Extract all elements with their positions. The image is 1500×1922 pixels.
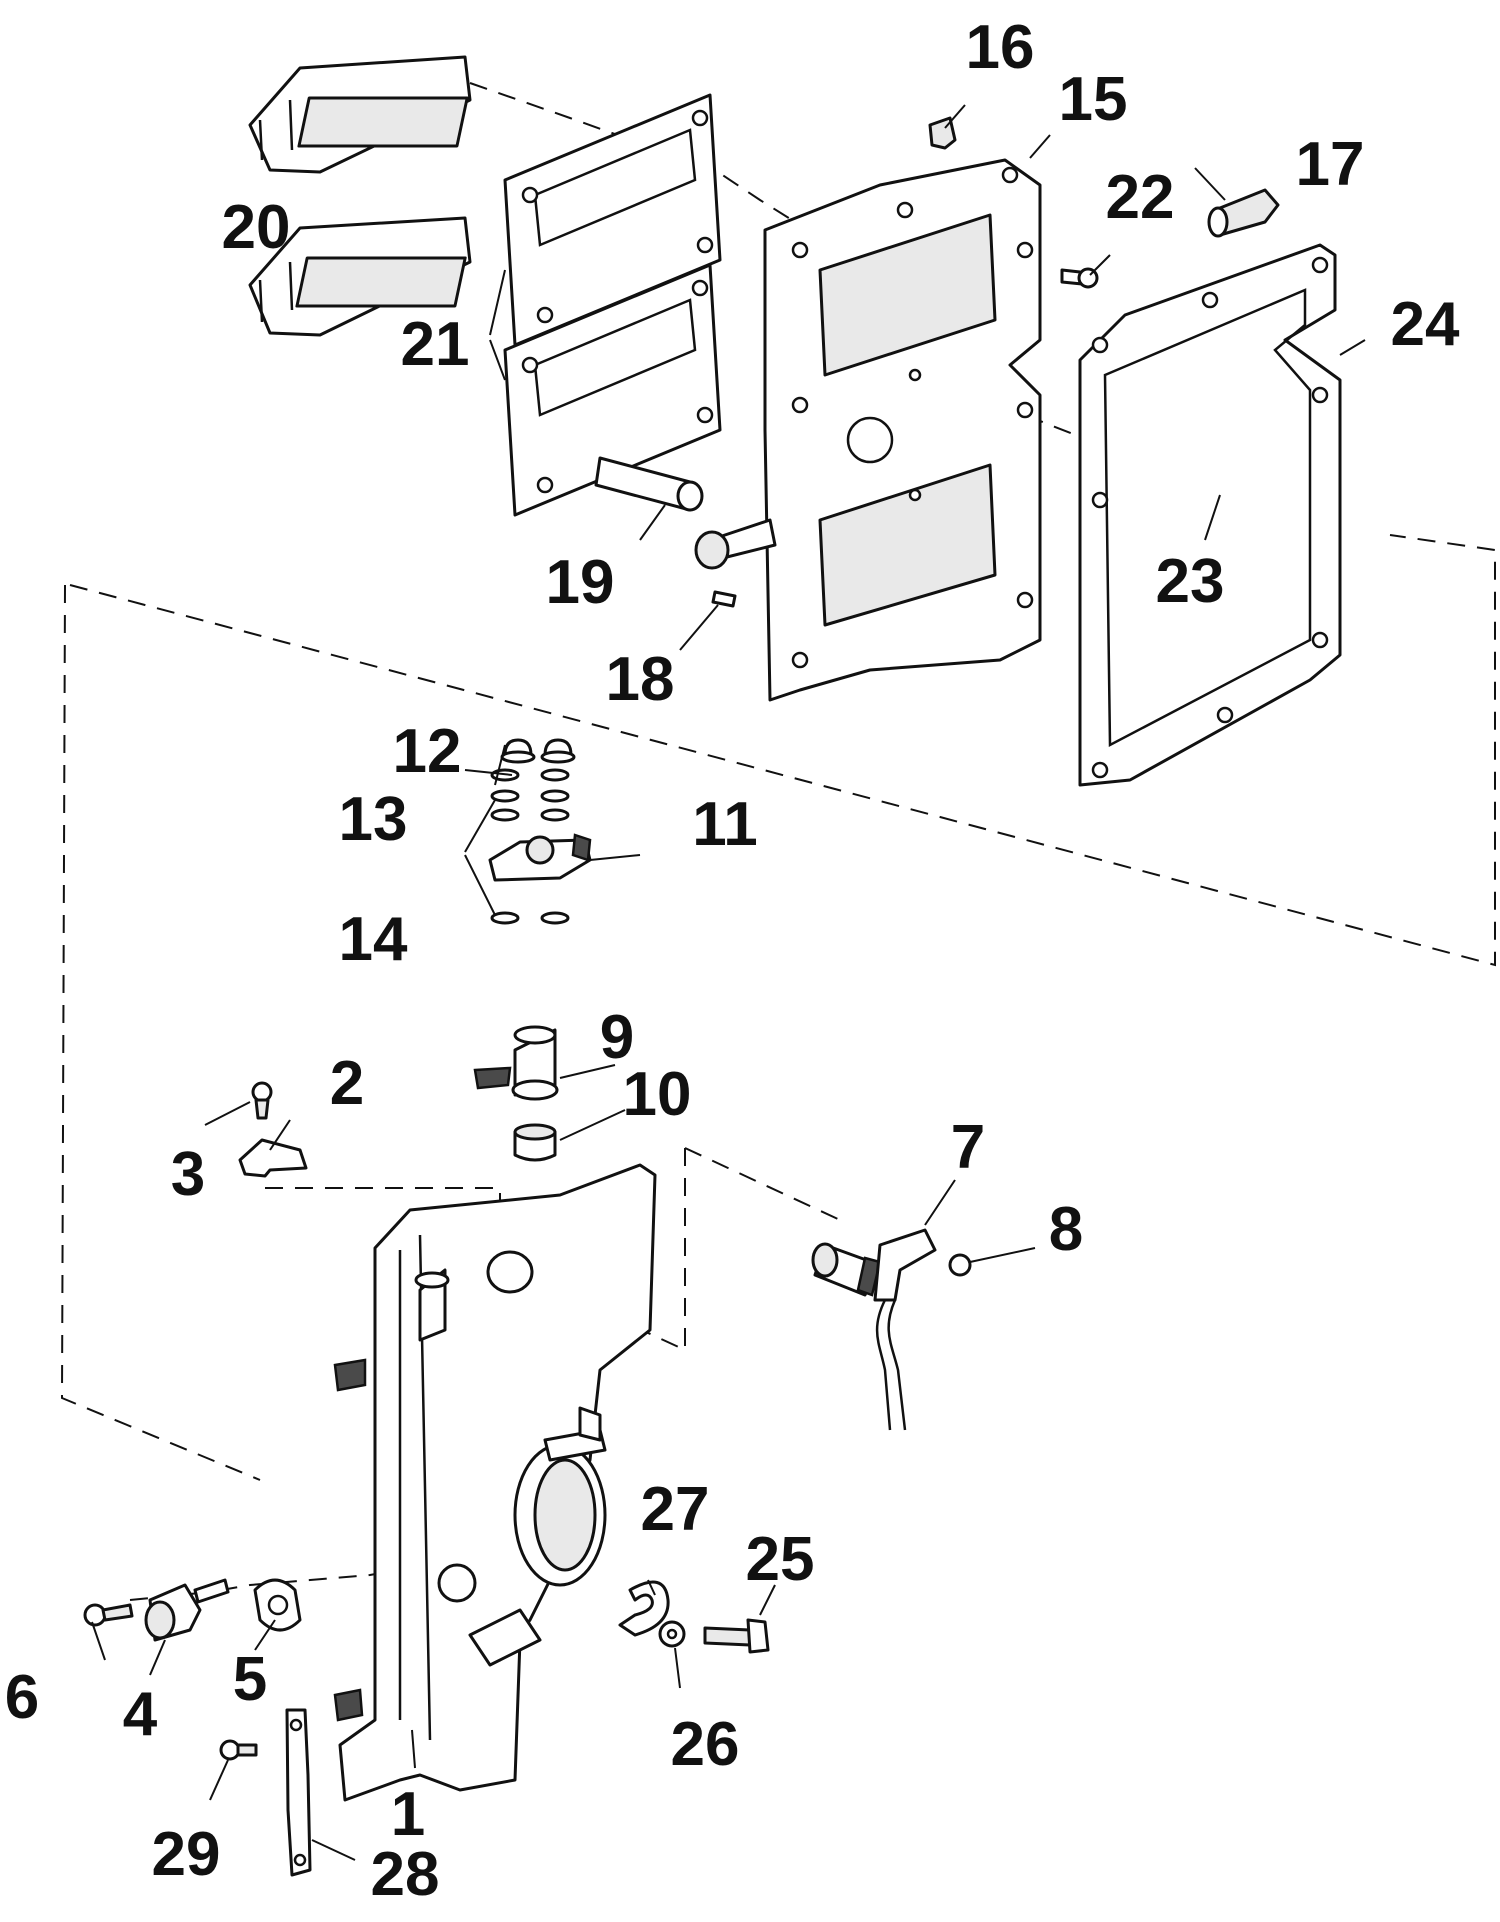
- callout-6: 6: [5, 1663, 39, 1732]
- clamp-27: [618, 1580, 670, 1637]
- callout-8: 8: [1049, 1195, 1083, 1264]
- reed-block-lower: [248, 216, 472, 337]
- callout-12: 12: [393, 717, 462, 786]
- bolt-25: [703, 1618, 770, 1654]
- callout-14: 14: [339, 905, 408, 974]
- tube-19: [594, 456, 777, 570]
- callout-labels: 1 2 3 4 5 6 7 8 9 10 11 12 13 14 15 16 1…: [5, 13, 1460, 1909]
- callout-24: 24: [1391, 290, 1460, 359]
- callout-5: 5: [233, 1645, 267, 1714]
- callout-28: 28: [371, 1840, 440, 1909]
- callout-4: 4: [123, 1680, 158, 1749]
- hose-fitting: [1207, 188, 1280, 238]
- screw-6: [83, 1603, 134, 1627]
- reed-block-upper: [248, 55, 472, 174]
- bushing-10: [513, 1123, 557, 1162]
- reed-plate: [763, 158, 1042, 702]
- callout-10: 10: [623, 1060, 692, 1129]
- callout-16: 16: [966, 13, 1035, 82]
- callout-26: 26: [671, 1710, 740, 1779]
- callout-23: 23: [1156, 547, 1225, 616]
- washer-26: [658, 1620, 686, 1648]
- bracket-28: [285, 1708, 312, 1877]
- callout-17: 17: [1296, 130, 1365, 199]
- gasket-5: [253, 1578, 302, 1632]
- clip-2: [238, 1138, 308, 1178]
- callout-9: 9: [600, 1003, 634, 1072]
- callout-22: 22: [1106, 163, 1175, 232]
- fitting-small: [928, 116, 957, 150]
- callout-2: 2: [330, 1049, 364, 1118]
- screw-29: [219, 1739, 258, 1761]
- washers-13-14: [490, 768, 570, 925]
- callout-11: 11: [692, 790, 758, 859]
- callout-15: 15: [1059, 65, 1128, 134]
- bracket-11: [488, 833, 592, 882]
- callout-25: 25: [746, 1525, 815, 1594]
- callout-1: 1: [391, 1780, 425, 1849]
- plate-gasket: [1078, 243, 1342, 787]
- callout-7: 7: [951, 1113, 985, 1182]
- valve-9: [473, 1025, 559, 1101]
- reed-gasket-upper: [503, 93, 722, 347]
- sensor-7: [811, 1228, 937, 1431]
- throttle-body: [333, 1163, 657, 1802]
- callout-20: 20: [222, 193, 291, 262]
- screw-22: [1060, 267, 1099, 289]
- sensor-4: [144, 1578, 230, 1642]
- leader-lines: [91, 104, 1366, 1861]
- callout-18: 18: [606, 645, 675, 714]
- callout-21: 21: [401, 310, 470, 379]
- callout-27: 27: [641, 1475, 710, 1544]
- callout-3: 3: [171, 1140, 205, 1209]
- reed-gasket-lower: [503, 263, 722, 517]
- screw-8: [948, 1253, 972, 1277]
- callout-19: 19: [546, 548, 615, 617]
- pin-18: [711, 590, 737, 608]
- screw-3: [251, 1081, 273, 1120]
- caps-12: [500, 738, 576, 764]
- callout-13: 13: [339, 785, 408, 854]
- callout-29: 29: [152, 1820, 221, 1889]
